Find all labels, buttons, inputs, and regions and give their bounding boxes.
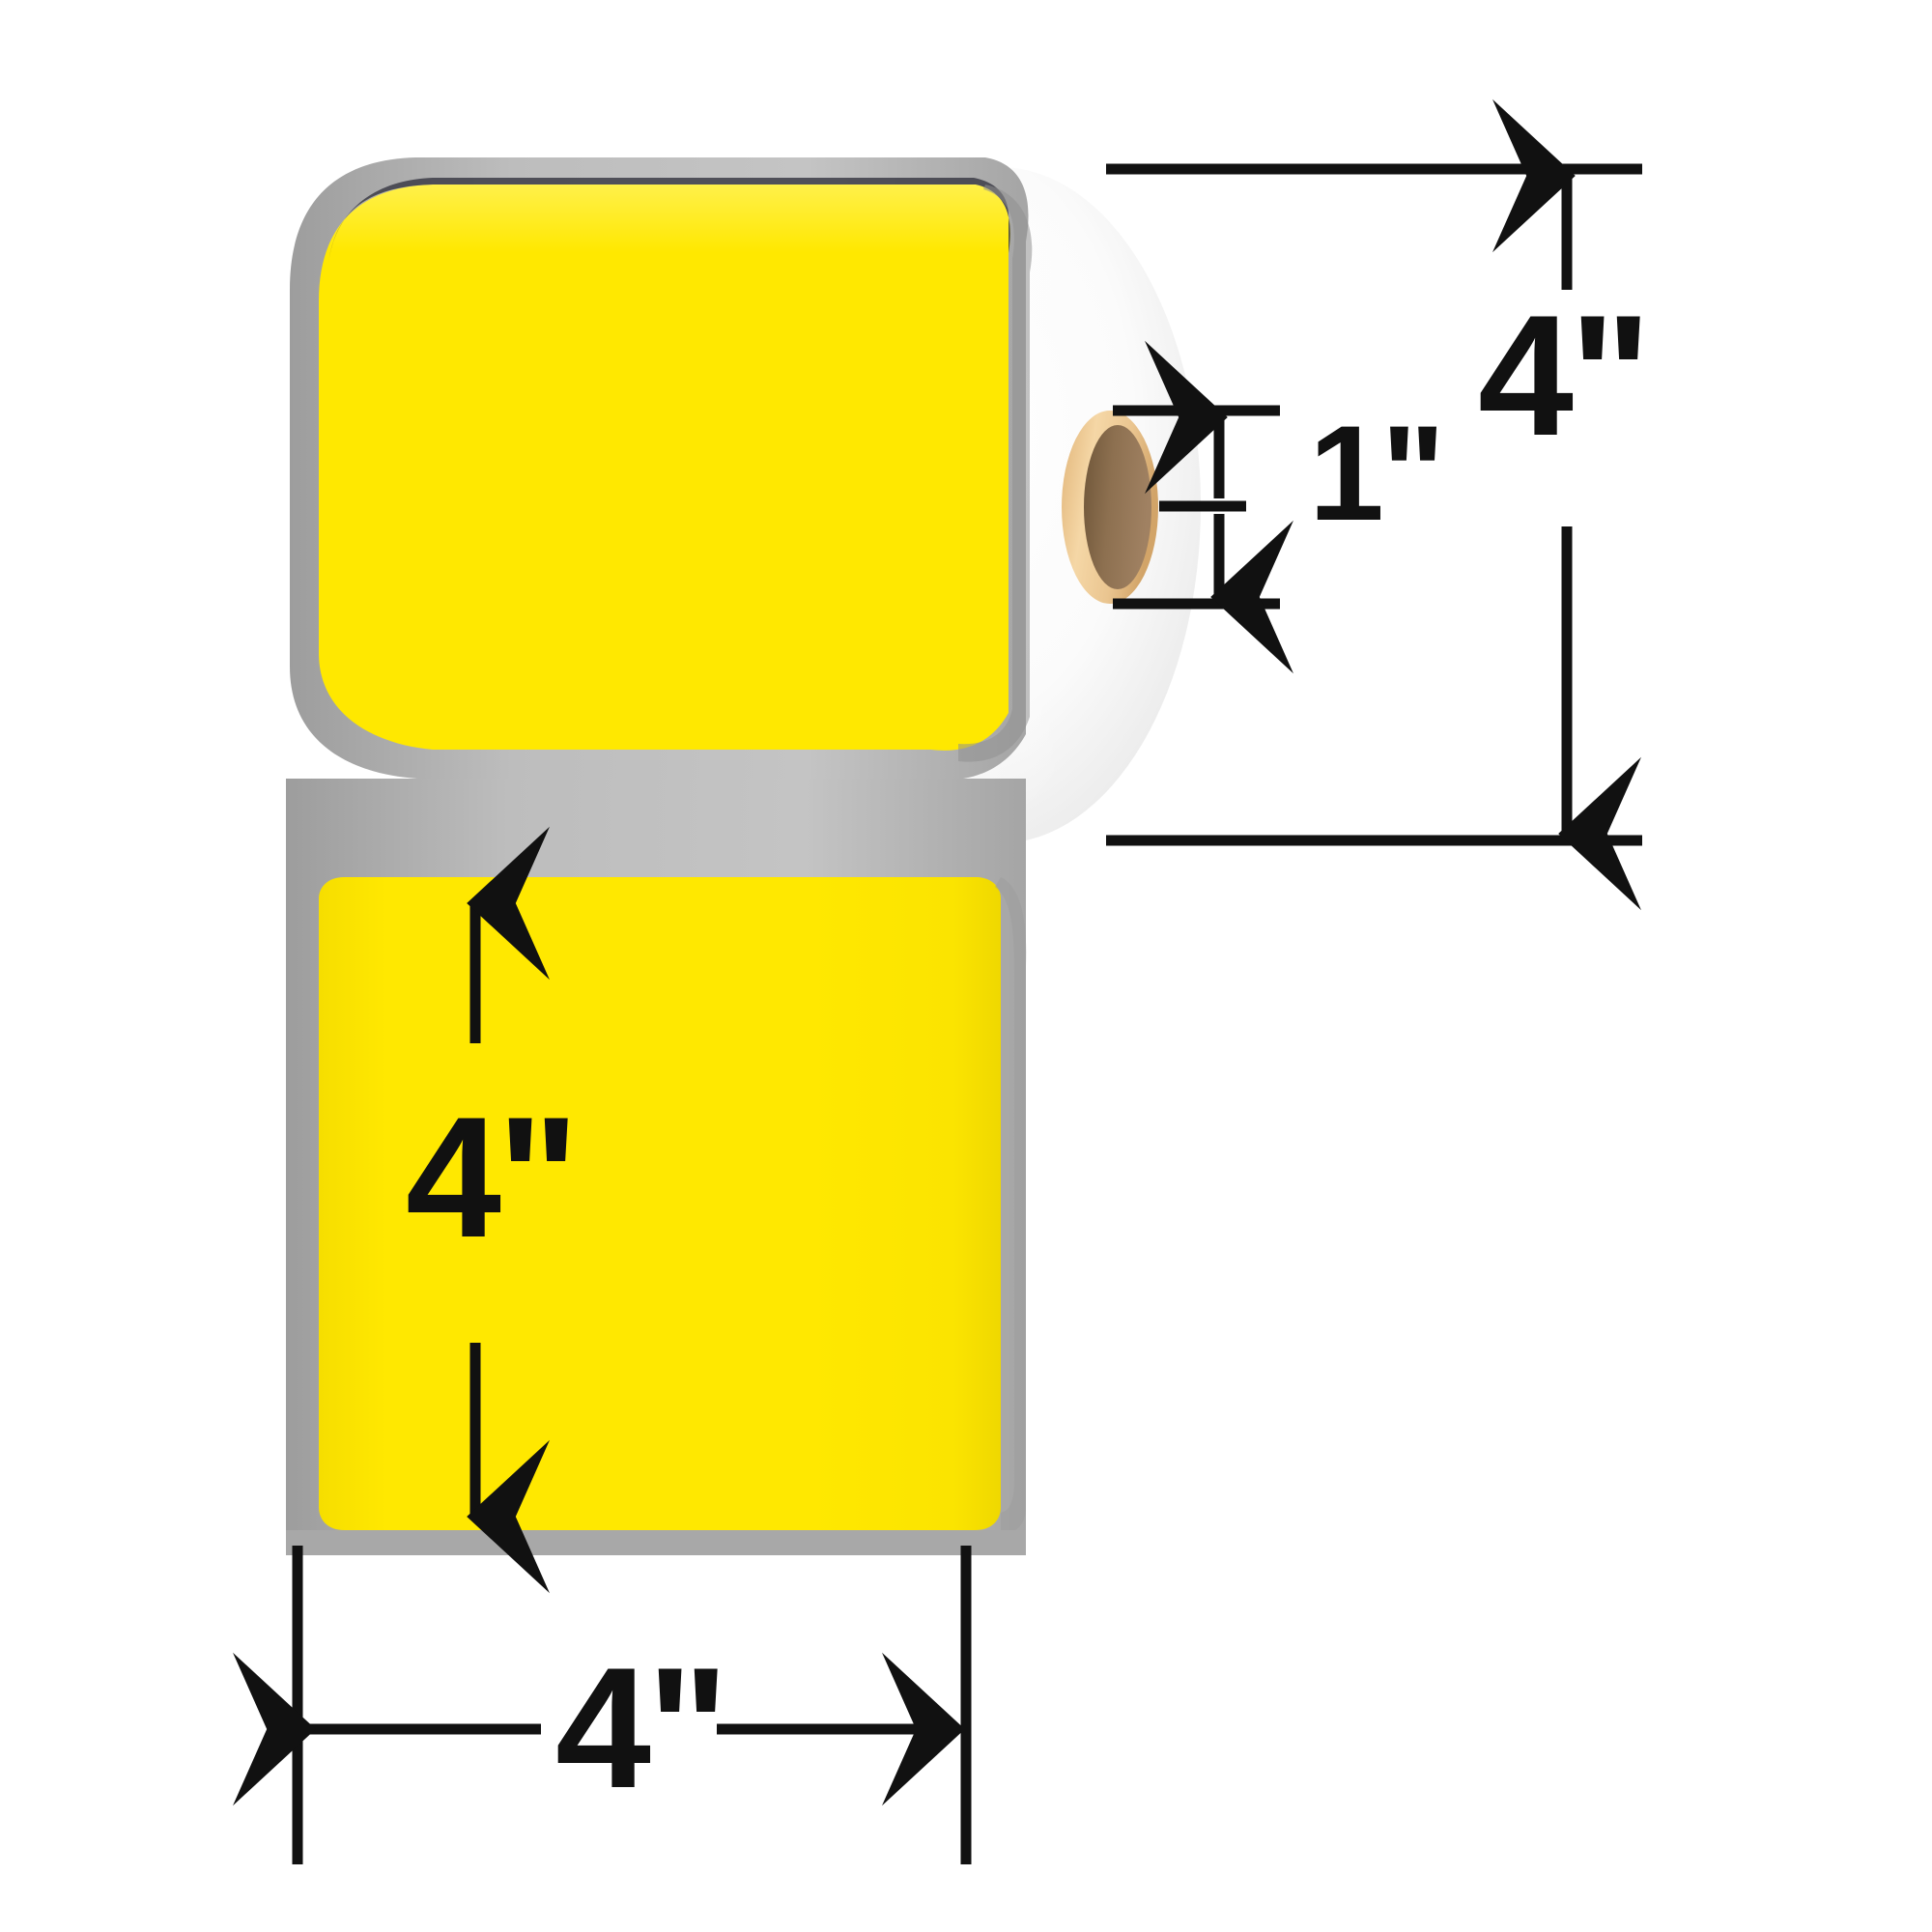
- bottom-label: [286, 779, 1027, 1555]
- top-label-wrap: [290, 157, 1033, 781]
- top-label-web-shadow: [958, 185, 1033, 762]
- dimension-label-roll-outer-diameter: 4": [1478, 279, 1651, 471]
- dimension-core-inner-diameter: [1113, 340, 1294, 674]
- top-label-fold-edge: [328, 178, 1010, 263]
- roll-core: [1062, 411, 1158, 604]
- bottom-label-web-shadow: [995, 877, 1027, 1534]
- bottom-label-face: [319, 877, 1001, 1530]
- dimension-label-label-width: 4": [555, 1632, 728, 1824]
- bottom-liner-edge: [286, 1530, 1026, 1555]
- dimension-roll-outer-diameter: [1106, 99, 1642, 911]
- top-label-face: [319, 185, 1010, 751]
- dimension-label-core-inner-diameter: 1": [1309, 397, 1445, 549]
- dimension-label-label-height: 4": [406, 1081, 579, 1273]
- dimension-label-width: [233, 1546, 972, 1864]
- core-bore: [1084, 425, 1151, 589]
